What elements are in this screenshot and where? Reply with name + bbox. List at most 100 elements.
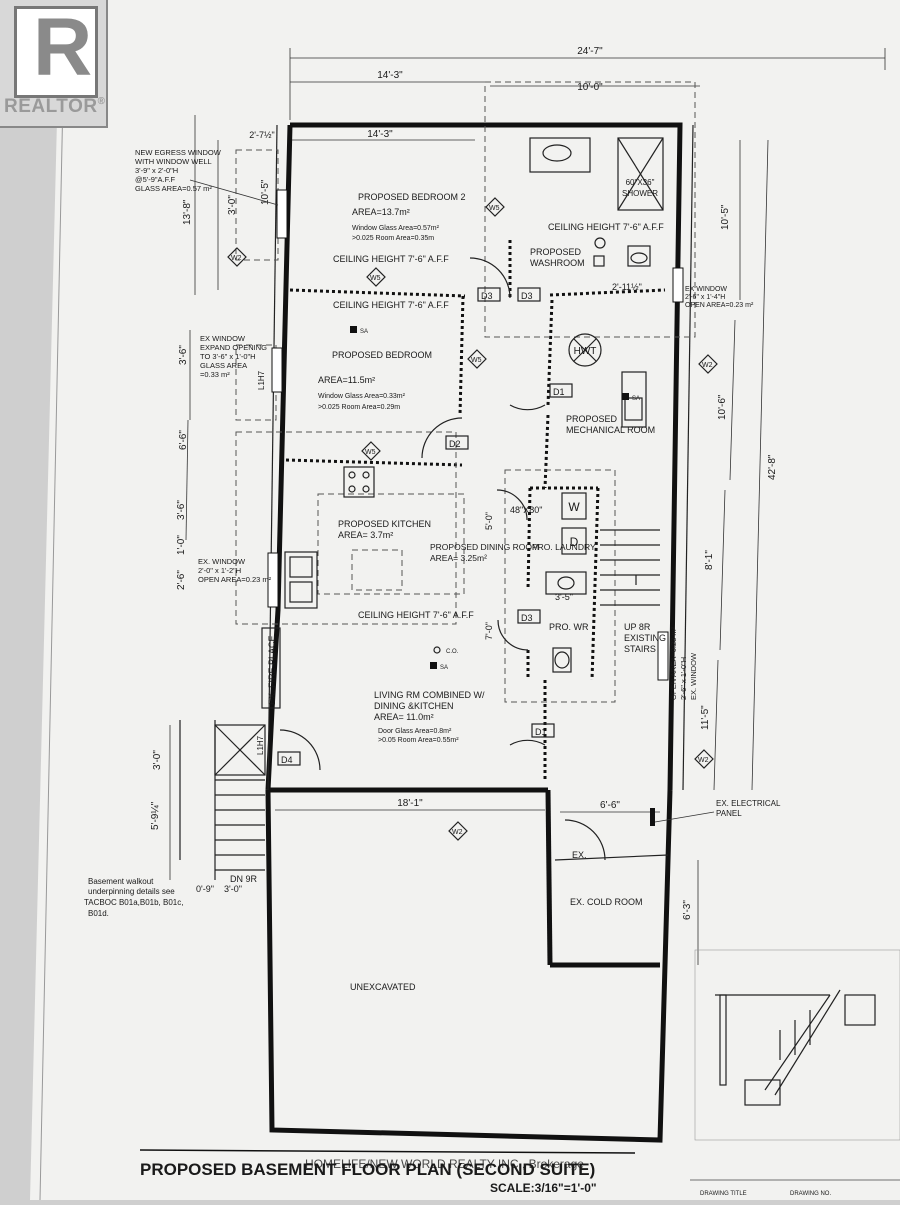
- wash-window-note-1: EX WINDOW: [685, 286, 727, 293]
- dim-3-0-b: 3'-0": [152, 750, 163, 770]
- wr-name: PRO. WR: [549, 622, 589, 632]
- bed-window-note-4: GLASS AREA: [200, 361, 247, 370]
- cold-name: EX. COLD ROOM: [570, 897, 643, 907]
- kitchen-sink-icon: [284, 551, 318, 609]
- sink-icon: [542, 144, 572, 162]
- dryer-label: D: [570, 535, 579, 549]
- right-dimensions: 10'-5" 10'-6" 42'-8" 8'-1" 11'-5" 6'-3": [682, 139, 778, 965]
- wr-toilet-icon: [552, 647, 572, 673]
- bed-window-note-5: =0.33 m²: [200, 370, 230, 379]
- windows: [267, 189, 684, 681]
- bed2-glass: Window Glass Area=0.57m²: [352, 225, 440, 232]
- dim-egress-width: 2'-7½": [249, 130, 274, 140]
- dim-2-6: 2'-6": [176, 570, 187, 590]
- dim-wr-3-5: 3'-5": [555, 592, 573, 602]
- shower-icon: [617, 137, 664, 211]
- laundry-fixtures: W D: [545, 492, 587, 673]
- ceiling-note-bed1: CEILING HEIGHT 7'-6" A.F.F: [333, 300, 449, 310]
- dim-1-0: 1'-0": [176, 535, 187, 555]
- tag-d3-a: D3: [481, 291, 493, 301]
- living-glass: Door Glass Area=0.8m²: [378, 728, 452, 735]
- ceiling-note-bed2: CEILING HEIGHT 7'-6" A.F.F: [333, 254, 449, 264]
- egress-window: [276, 189, 288, 239]
- dim-dn-3-0: 3'-0": [224, 884, 242, 894]
- dim-5-9: 5'-9¼": [149, 801, 161, 830]
- dashed-outlines: [235, 81, 696, 703]
- dim-window-3-0: 3'-0": [227, 195, 238, 215]
- mech-name2: MECHANICAL ROOM: [566, 425, 655, 435]
- drawing-title-label: DRAWING TITLE: [700, 1191, 747, 1197]
- tag-w5-b: W5: [489, 205, 500, 212]
- cold-ex: EX.: [572, 850, 587, 860]
- dim-6-6: 6'-6": [178, 430, 189, 450]
- dim-3-6-b: 3'-6": [176, 500, 187, 520]
- washer-icon: [561, 492, 587, 520]
- dim-living-18-1: 18'-1": [397, 798, 423, 809]
- tag-w5-a: W5: [370, 275, 381, 282]
- dim-overall-width: 24'-7": [577, 46, 603, 57]
- realtor-logo-text: REALTOR®: [4, 96, 106, 117]
- living-area: AREA= 11.0m²: [374, 712, 434, 722]
- kitchen-name: PROPOSED KITCHEN: [338, 519, 431, 529]
- dim-right-10-6: 10'-6": [717, 394, 728, 420]
- interior-walls: [270, 240, 669, 968]
- dim-top-right: 10'-0": [577, 82, 603, 93]
- stairs-window-note-2: 2'-6" x 1'-0"H: [679, 657, 688, 700]
- shower-size: 60"X36": [626, 178, 655, 187]
- kitchen-window-note-1: EX. WINDOW: [198, 557, 246, 566]
- wash-window-note-2: 2'-6" x 1'-4"H: [685, 294, 725, 301]
- side-notes: NEW EGRESS WINDOW WITH WINDOW WELL 3'-9"…: [84, 148, 781, 918]
- mechanical-fixtures: HWT: [568, 333, 647, 428]
- stairs-existing: EXISTING: [624, 633, 666, 643]
- laundry-size: 48"X80": [510, 505, 542, 515]
- underpin-note-2: underpinning details see: [88, 887, 175, 896]
- interior-dimensions: 2'-11½" 3'-5" 7'-0" 5'-0" 18'-1" 6'-6" 3…: [196, 282, 660, 894]
- tag-d3-b: D3: [521, 291, 533, 301]
- plan-title: PROPOSED BASEMENT FLOOR PLAN (SECOND SUI…: [140, 1160, 595, 1179]
- mech-name: PROPOSED: [566, 414, 618, 424]
- fireplace-label: EX. FIRE PLACE: [267, 635, 277, 705]
- dim-top-left: 14'-3": [377, 70, 403, 81]
- wr-sink: [545, 571, 587, 595]
- bed2-name: PROPOSED BEDROOM 2: [358, 192, 466, 202]
- shower-label: SHOWER: [622, 189, 658, 198]
- dining-name: PROPOSED DINING ROOM: [430, 542, 539, 552]
- realtor-logo[interactable]: R REALTOR®: [0, 0, 108, 128]
- dim-cold-6-6: 6'-6": [600, 800, 620, 811]
- tag-d2: D2: [449, 439, 461, 449]
- washroom-fixtures: 60"X36" SHOWER: [529, 137, 664, 267]
- wall-tag-1: L1H7: [257, 370, 266, 390]
- tag-d1-b: D1: [535, 727, 547, 737]
- stairs-label: STAIRS: [624, 644, 656, 654]
- living-ratio: >0.05 Room Area=0.55m²: [378, 737, 459, 744]
- room-labels: PROPOSED BEDROOM 2 AREA=13.7m² Window Gl…: [230, 192, 666, 992]
- washroom-window: [672, 267, 684, 303]
- dim-right-42-8: 42'-8": [767, 454, 778, 480]
- dim-din-5-0: 5'-0": [484, 512, 494, 530]
- stairs: [179, 529, 660, 880]
- realtor-r-icon: R: [14, 6, 98, 98]
- bed1-area: AREA=11.5m²: [318, 375, 375, 385]
- wash-name2: WASHROOM: [530, 258, 585, 268]
- stairs-window: [657, 631, 669, 681]
- watermark: HOMELIFE/NEW WORLD REALTY INC., Brokerag…: [305, 1157, 584, 1171]
- stove-icon: [343, 466, 375, 498]
- section-detail: [694, 949, 900, 1141]
- tag-co: C.O.: [446, 649, 459, 655]
- washer-label: W: [568, 500, 580, 514]
- wash-window-note-3: OPEN AREA=0.23 m²: [685, 302, 754, 309]
- dim-right-8-1: 8'-1": [704, 550, 715, 570]
- bed-window-note-1: EX WINDOW: [200, 334, 246, 343]
- dining-area: AREA= 3.25m²: [430, 553, 487, 563]
- kitchen-window-note-2: 2'-0" x 1'-2"H: [198, 566, 241, 575]
- tag-w5-c: W5: [471, 357, 482, 364]
- bed1-glass: Window Glass Area=0.33m²: [318, 393, 406, 400]
- panel-note-1: EX. ELECTRICAL: [716, 799, 781, 808]
- bed-window-note-3: TO 3'-6" x 1'-0"H: [200, 352, 256, 361]
- top-dimensions: 24'-7" 14'-3" 10'-0" 14'-3" 2'-7½": [249, 46, 886, 141]
- stairs-window-note-1: EX. WINDOW: [689, 652, 698, 700]
- stairs-dn: DN 9R: [230, 874, 258, 884]
- bed2-ratio: >0.025 Room Area=0.35m: [352, 235, 434, 242]
- dim-right-11-5: 11'-5": [700, 705, 711, 730]
- bed-window-note-2: EXPAND OPENING: [200, 343, 267, 352]
